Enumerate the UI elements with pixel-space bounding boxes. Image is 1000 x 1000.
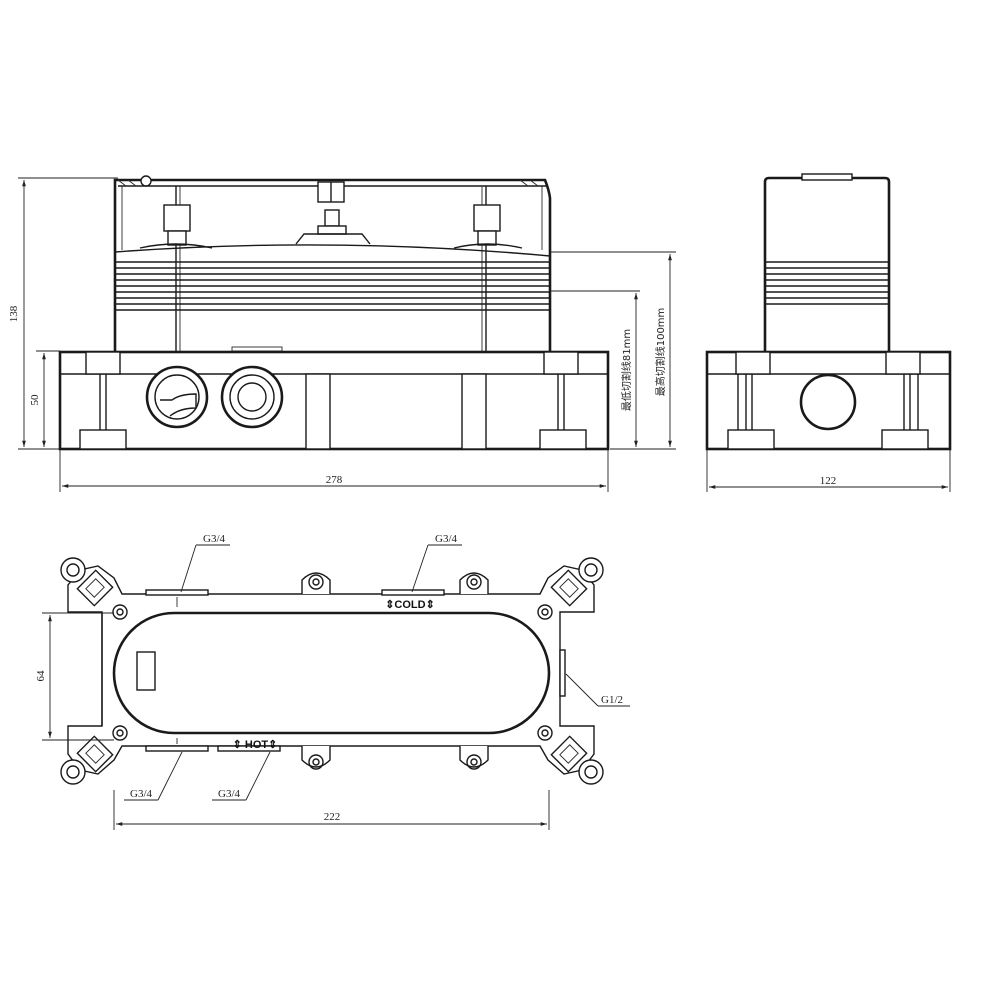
port-top-left-label: G3/4 (203, 533, 226, 545)
front-rib-right (461, 373, 487, 450)
front-width-label: 278 (326, 474, 343, 486)
front-small-label-plate (231, 346, 283, 352)
thread-grooves (115, 261, 550, 311)
front-height-dimension: 138 (8, 177, 118, 450)
port-bottom-right-label: G3/4 (218, 788, 241, 800)
bottom-left-ear (60, 735, 114, 785)
front-left-bracket (85, 351, 121, 375)
front-view: 138 50 (8, 175, 676, 492)
front-upper-body (113, 175, 552, 352)
bottom-left-port-stub (145, 745, 209, 752)
side-width-label: 122 (820, 475, 837, 487)
left-cartridge (139, 204, 213, 249)
side-port (799, 373, 857, 431)
front-base-height-dimension: 50 (29, 350, 60, 447)
side-view: 122 (705, 173, 952, 492)
right-port-stub (559, 649, 566, 697)
top-inner-slot (136, 651, 156, 691)
cut-line-dimensions: 最低切割线81mm 最高切割线100mm (550, 251, 676, 450)
top-oval-housing (112, 611, 551, 735)
front-right-port (220, 365, 284, 429)
front-base-box (58, 350, 610, 451)
center-valve (295, 209, 371, 245)
top-height-dimension: 64 (35, 612, 114, 741)
side-upper-body (763, 173, 891, 352)
cut-line-max-label: 最高切割线100mm (654, 308, 667, 397)
side-base-box (705, 350, 952, 451)
top-frame (67, 565, 595, 775)
front-left-port (145, 365, 209, 429)
top-left-ear (60, 557, 114, 607)
hot-label: ⇕ HOT⇕ (233, 739, 278, 751)
front-base-height-label: 50 (29, 394, 41, 406)
bottom-right-port-stub (217, 745, 281, 752)
right-cartridge (453, 204, 523, 249)
top-view: ⇕COLD⇕ ⇕ HOT⇕ G3/4 G3/4 G3/4 G3/4 G1/2 6… (35, 533, 630, 830)
top-height-label: 64 (35, 670, 47, 682)
cut-line-min-label: 最低切割线81mm (620, 329, 633, 411)
top-width-dimension: 222 (113, 790, 550, 830)
port-leaders (124, 544, 630, 801)
top-left-port-stub (145, 589, 209, 596)
front-height-label: 138 (8, 305, 20, 322)
side-width-dimension: 122 (706, 450, 951, 492)
port-bottom-left-label: G3/4 (130, 788, 153, 800)
front-right-bracket (543, 351, 579, 375)
frame-tab-holes (301, 572, 489, 770)
front-rib-left (305, 373, 331, 450)
top-screw-icon (140, 175, 152, 187)
bottom-right-ear (550, 735, 604, 785)
frame-screws (112, 604, 553, 741)
cold-label: ⇕COLD⇕ (385, 599, 435, 611)
port-right-label: G1/2 (601, 694, 623, 706)
top-right-port-stub (381, 589, 445, 596)
port-top-right-label: G3/4 (435, 533, 458, 545)
top-right-ear (550, 557, 604, 607)
top-width-label: 222 (324, 811, 341, 823)
front-width-dimension: 278 (59, 450, 609, 492)
